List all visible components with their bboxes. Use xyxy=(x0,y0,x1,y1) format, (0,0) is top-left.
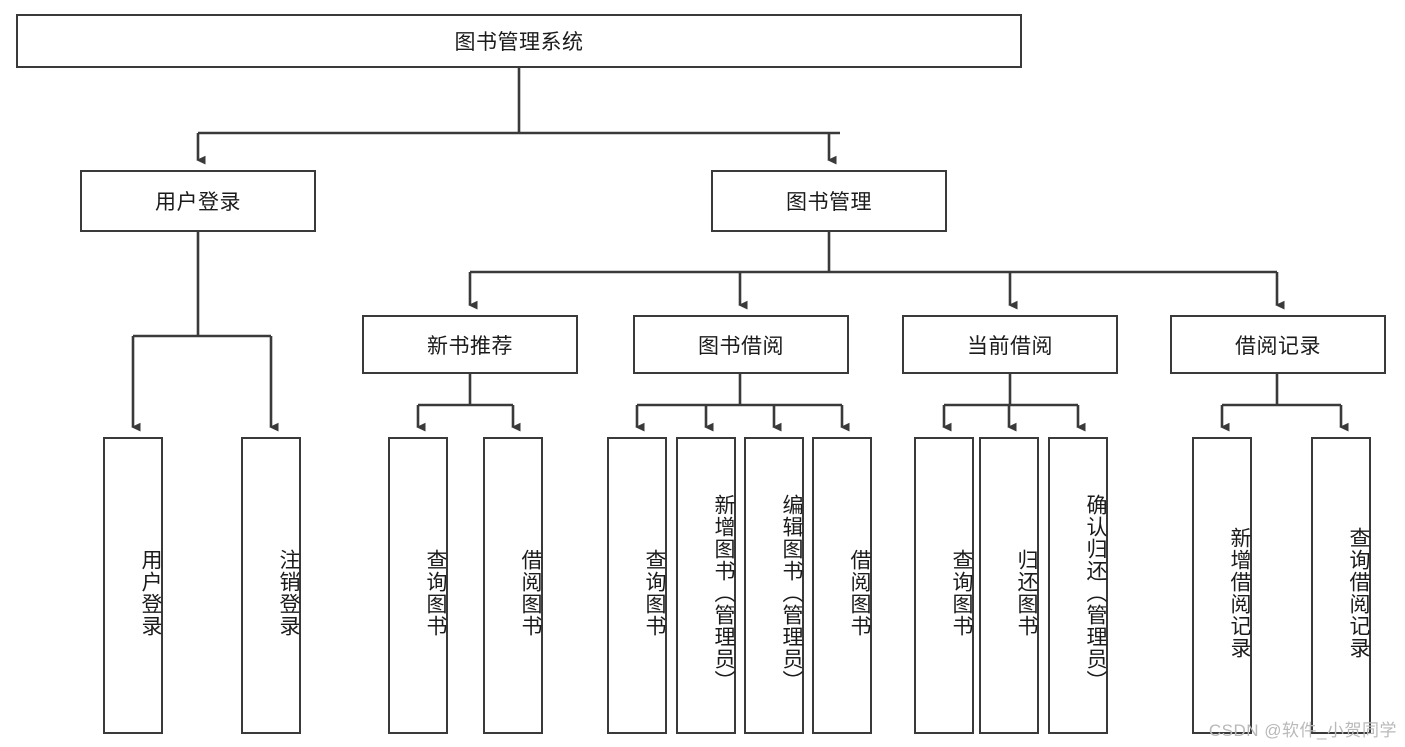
node-label: 新增图书（管理员） xyxy=(712,493,735,692)
csdn-watermark: CSDN @软件_小贺同学 xyxy=(1208,721,1397,740)
leaf-add-borrow-record[interactable]: 新增借阅记录 xyxy=(1192,437,1252,734)
leaf-query-borrow-record[interactable]: 查询借阅记录 xyxy=(1311,437,1371,734)
node-label: 确认归还（管理员） xyxy=(1084,493,1107,692)
node-label: 归还图书 xyxy=(1015,548,1038,637)
node-label: 用户登录 xyxy=(139,548,162,637)
node-root-book-management-system[interactable]: 图书管理系统 xyxy=(16,14,1022,68)
leaf-logout-login[interactable]: 注销登录 xyxy=(241,437,301,734)
node-label: 新书推荐 xyxy=(427,334,513,358)
node-label: 借阅图书 xyxy=(519,548,542,637)
node-label: 用户登录 xyxy=(155,191,241,214)
leaf-add-book-admin[interactable]: 新增图书（管理员） xyxy=(676,437,736,734)
node-current-borrow[interactable]: 当前借阅 xyxy=(902,315,1118,374)
leaf-query-book-current[interactable]: 查询图书 xyxy=(914,437,974,734)
node-label: 图书管理 xyxy=(786,191,872,214)
node-label: 查询借阅记录 xyxy=(1347,526,1370,659)
node-label: 图书管理系统 xyxy=(454,31,584,54)
leaf-borrow-book-recommend[interactable]: 借阅图书 xyxy=(483,437,543,734)
node-label: 查询图书 xyxy=(643,548,666,637)
node-label: 编辑图书（管理员） xyxy=(780,493,803,692)
node-label: 借阅记录 xyxy=(1235,334,1321,358)
leaf-query-book-borrow[interactable]: 查询图书 xyxy=(607,437,667,734)
leaf-edit-book-admin[interactable]: 编辑图书（管理员） xyxy=(744,437,804,734)
node-new-book-recommend[interactable]: 新书推荐 xyxy=(362,315,578,374)
node-label: 新增借阅记录 xyxy=(1228,526,1251,659)
leaf-borrow-book[interactable]: 借阅图书 xyxy=(812,437,872,734)
node-label: 当前借阅 xyxy=(967,334,1053,358)
node-label: 注销登录 xyxy=(277,548,300,637)
leaf-user-login[interactable]: 用户登录 xyxy=(103,437,163,734)
leaf-confirm-return-admin[interactable]: 确认归还（管理员） xyxy=(1048,437,1108,734)
leaf-query-book-recommend[interactable]: 查询图书 xyxy=(388,437,448,734)
leaf-return-book[interactable]: 归还图书 xyxy=(979,437,1039,734)
node-book-borrow[interactable]: 图书借阅 xyxy=(633,315,849,374)
node-label: 借阅图书 xyxy=(848,548,871,637)
node-label: 查询图书 xyxy=(424,548,447,637)
node-book-management[interactable]: 图书管理 xyxy=(711,170,947,232)
node-label: 查询图书 xyxy=(950,548,973,637)
node-borrow-record[interactable]: 借阅记录 xyxy=(1170,315,1386,374)
node-user-login[interactable]: 用户登录 xyxy=(80,170,316,232)
node-label: 图书借阅 xyxy=(698,334,784,358)
